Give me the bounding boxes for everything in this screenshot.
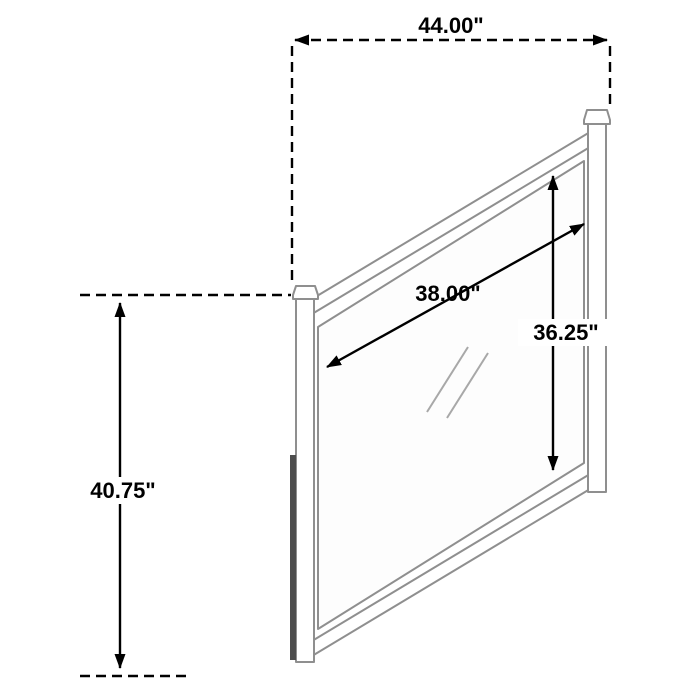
mirror-width-dimension-line — [326, 222, 585, 369]
mirror-right-post — [587, 117, 607, 493]
mirror-left-post — [295, 292, 315, 663]
mirror-height-label: 36.25" — [533, 320, 598, 345]
mirror-frame-bottom-rail-inner-line — [311, 473, 591, 642]
mirror-height-label-bg — [518, 319, 615, 346]
overall-height-label: 40.75" — [90, 478, 155, 503]
overall-height-label-bg — [77, 477, 169, 504]
dimension-labels: 44.00" 40.75" 38.00" 36.25" — [77, 13, 615, 504]
overall-width-label: 44.00" — [418, 13, 483, 38]
mirror-right-post-cap — [583, 109, 611, 125]
mirror-width-label: 38.00" — [415, 281, 480, 306]
mirror-left-post-shadow — [290, 455, 296, 660]
mirror-left-post-cap — [292, 285, 319, 300]
mirror-illustration — [290, 109, 611, 663]
